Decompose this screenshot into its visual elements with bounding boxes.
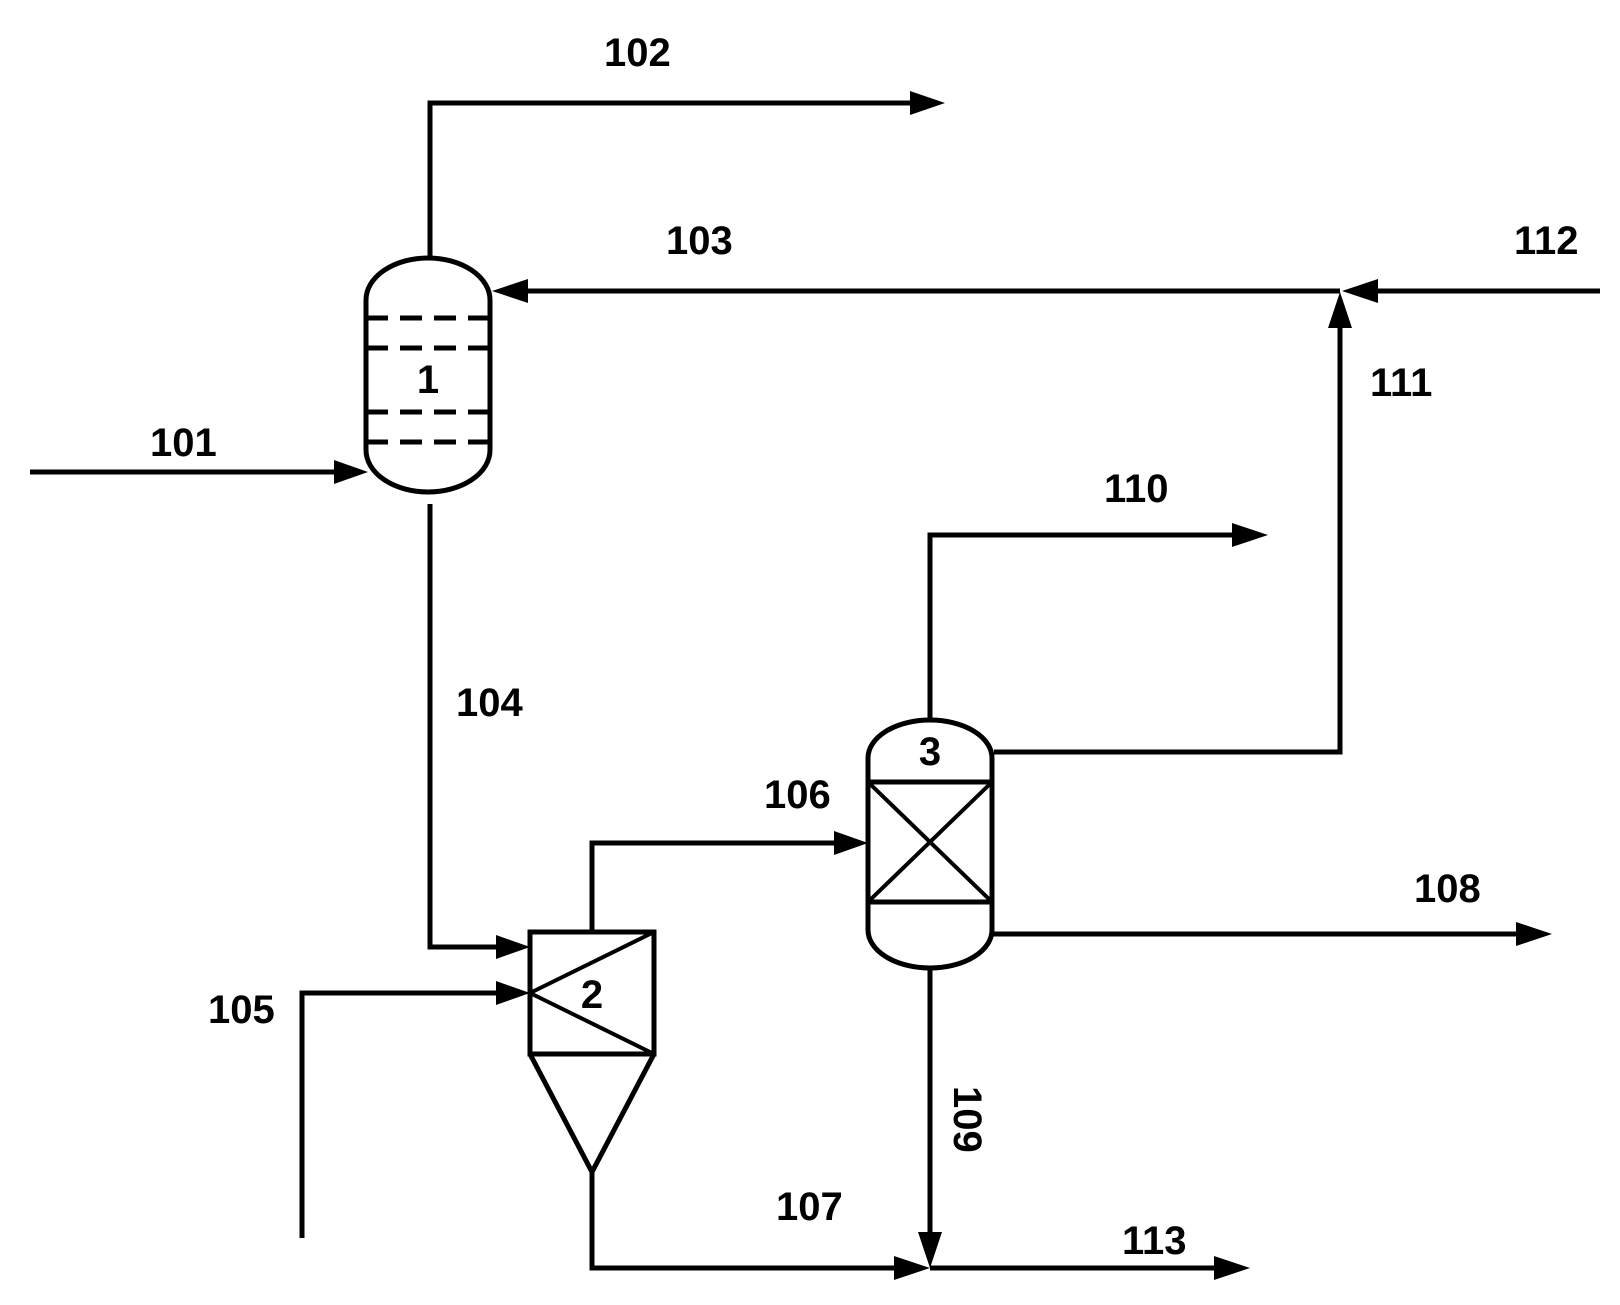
stream-110-label: 110 — [1104, 467, 1169, 511]
stream-101-label: 101 — [150, 421, 217, 465]
stream-109-label: 109 — [945, 1086, 989, 1153]
stream-104-line — [427, 504, 530, 959]
stream-111-line — [994, 292, 1352, 755]
unit-2-label: 2 — [581, 973, 603, 1017]
stream-103-label: 103 — [666, 219, 733, 263]
stream-107-line — [589, 1172, 930, 1280]
stream-101-line — [30, 460, 368, 484]
stream-103-line — [492, 279, 1340, 303]
unit-3-label: 3 — [919, 730, 941, 774]
stream-112-line — [1342, 279, 1600, 303]
stream-111-label: 111 — [1370, 361, 1432, 405]
stream-105-label: 105 — [208, 988, 275, 1032]
stream-113-label: 113 — [1122, 1219, 1187, 1263]
stream-112-label: 112 — [1514, 219, 1579, 263]
stream-109-line — [918, 968, 942, 1268]
stream-106-line — [589, 831, 868, 932]
stream-108-label: 108 — [1414, 867, 1481, 911]
stream-106-label: 106 — [764, 773, 831, 817]
reactor-unit-2: 2 — [527, 929, 657, 1178]
unit-1-label: 1 — [417, 358, 439, 402]
vessel-unit-3: 3 — [865, 717, 995, 971]
stream-105-line — [299, 981, 530, 1238]
stream-104-label: 104 — [456, 681, 523, 725]
stream-113-line — [930, 1256, 1250, 1280]
stream-110-line — [927, 523, 1268, 720]
stream-102-line — [427, 91, 945, 258]
stream-102-label: 102 — [604, 31, 671, 75]
column-unit-1: 1 — [363, 255, 493, 495]
stream-107-label: 107 — [776, 1185, 843, 1229]
stream-108-line — [992, 922, 1552, 946]
